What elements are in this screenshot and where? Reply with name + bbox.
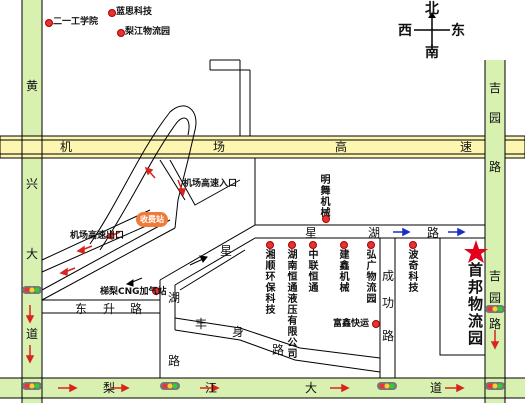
- lu-char: 路: [168, 354, 181, 368]
- chenggong-char-2: 功: [382, 296, 395, 310]
- blue-arrows: [393, 227, 466, 237]
- dongsheng-char-2: 升: [103, 302, 116, 316]
- poi-xiangshun: 湘顺环保科技: [265, 250, 276, 316]
- hu-char: 湖: [168, 291, 181, 305]
- dongsheng-char-1: 东: [75, 302, 88, 316]
- red-arrows: [25, 166, 500, 393]
- poi-marker-icon: [45, 19, 53, 27]
- lijiang-char-2: 江: [205, 381, 218, 395]
- poi-lansi: 蓝思科技: [116, 7, 153, 17]
- xinghu-char-2: 湖: [368, 226, 381, 240]
- poi-marker-icon: [152, 287, 160, 295]
- poi-cng: 梯梨CNG加气站: [100, 287, 167, 297]
- huangxing-char-4: 道: [26, 327, 39, 341]
- airport-entry-label: 机场高速入口: [183, 179, 238, 189]
- jiyuan-bottom-char-3: 路: [489, 317, 502, 331]
- poi-marker-icon: [309, 241, 317, 249]
- expressway-char-3: 高: [335, 140, 348, 154]
- poi-marker-icon: [117, 29, 125, 37]
- compass-south: 南: [425, 45, 439, 61]
- expressway-char-1: 机: [60, 140, 73, 154]
- poi-marker-icon: [108, 9, 116, 17]
- destination-shoubang: 首邦物流园: [468, 261, 484, 347]
- dongsheng-char-3: 路: [130, 302, 143, 316]
- compass-north: 北: [425, 1, 439, 17]
- fengshen-char-3: 路: [272, 343, 285, 357]
- lijiang-char-3: 大: [305, 381, 318, 395]
- expressway-char-4: 速: [460, 140, 473, 154]
- huangxing-char-3: 大: [26, 247, 39, 261]
- poi-marker-icon: [266, 241, 274, 249]
- jiyuan-top-char-3: 路: [489, 160, 502, 174]
- jiyuan-top-char-1: 吉: [489, 81, 502, 95]
- chenggong-char-1: 成: [382, 269, 395, 283]
- huangxing-road-green: [22, 0, 42, 403]
- fengshen-char-1: 丰: [195, 317, 208, 331]
- poi-mingwu: 明舞机械: [320, 175, 331, 219]
- poi-school: 二一工学院: [53, 17, 99, 27]
- huangxing-char-2: 兴: [26, 177, 39, 191]
- poi-marker-icon: [367, 241, 375, 249]
- poi-fuxin: 富鑫快运: [333, 319, 370, 329]
- huangxing-char-1: 黄: [26, 79, 39, 93]
- jiyuan-bottom-char-1: 吉: [489, 269, 502, 283]
- poi-marker-icon: [340, 241, 348, 249]
- chenggong-char-3: 路: [382, 329, 395, 343]
- poi-marker-icon: [322, 215, 330, 223]
- xinghu-char-1: 星: [305, 226, 318, 240]
- expressway-char-2: 场: [213, 140, 226, 154]
- jiyuan-road-green: [485, 60, 505, 403]
- lijiang-char-1: 梨: [103, 381, 116, 395]
- airport-expressway: [0, 135, 525, 159]
- poi-marker-icon: [409, 241, 417, 249]
- poi-hongguang: 弘广物流园: [366, 250, 377, 305]
- toll-station: 收费站: [136, 212, 168, 227]
- jiyuan-bottom-char-2: 园: [489, 291, 502, 305]
- poi-boqi: 波奇科技: [408, 250, 419, 294]
- lijiang-char-4: 道: [430, 381, 443, 395]
- poi-marker-icon: [288, 241, 296, 249]
- airport-exit-label: 机场高速出口: [70, 231, 125, 241]
- poi-hunan-hengtong: 湖南恒通液压有限公司: [287, 250, 298, 360]
- fengshen-char-2: 身: [232, 325, 245, 339]
- traffic-lights: [22, 286, 505, 390]
- compass-west: 西: [398, 23, 412, 39]
- xinghu-char-3: 路: [427, 226, 440, 240]
- compass-east: 东: [451, 23, 465, 39]
- jiyuan-top-char-2: 园: [489, 111, 502, 125]
- poi-zhonglian: 中联恒通: [308, 250, 319, 294]
- xing-char: 星: [220, 244, 233, 258]
- destination-star-icon: [464, 240, 488, 263]
- poi-jianxin: 建鑫机械: [339, 250, 350, 294]
- poi-marker-icon: [372, 320, 380, 328]
- poi-liyuan: 梨江物流园: [125, 27, 171, 37]
